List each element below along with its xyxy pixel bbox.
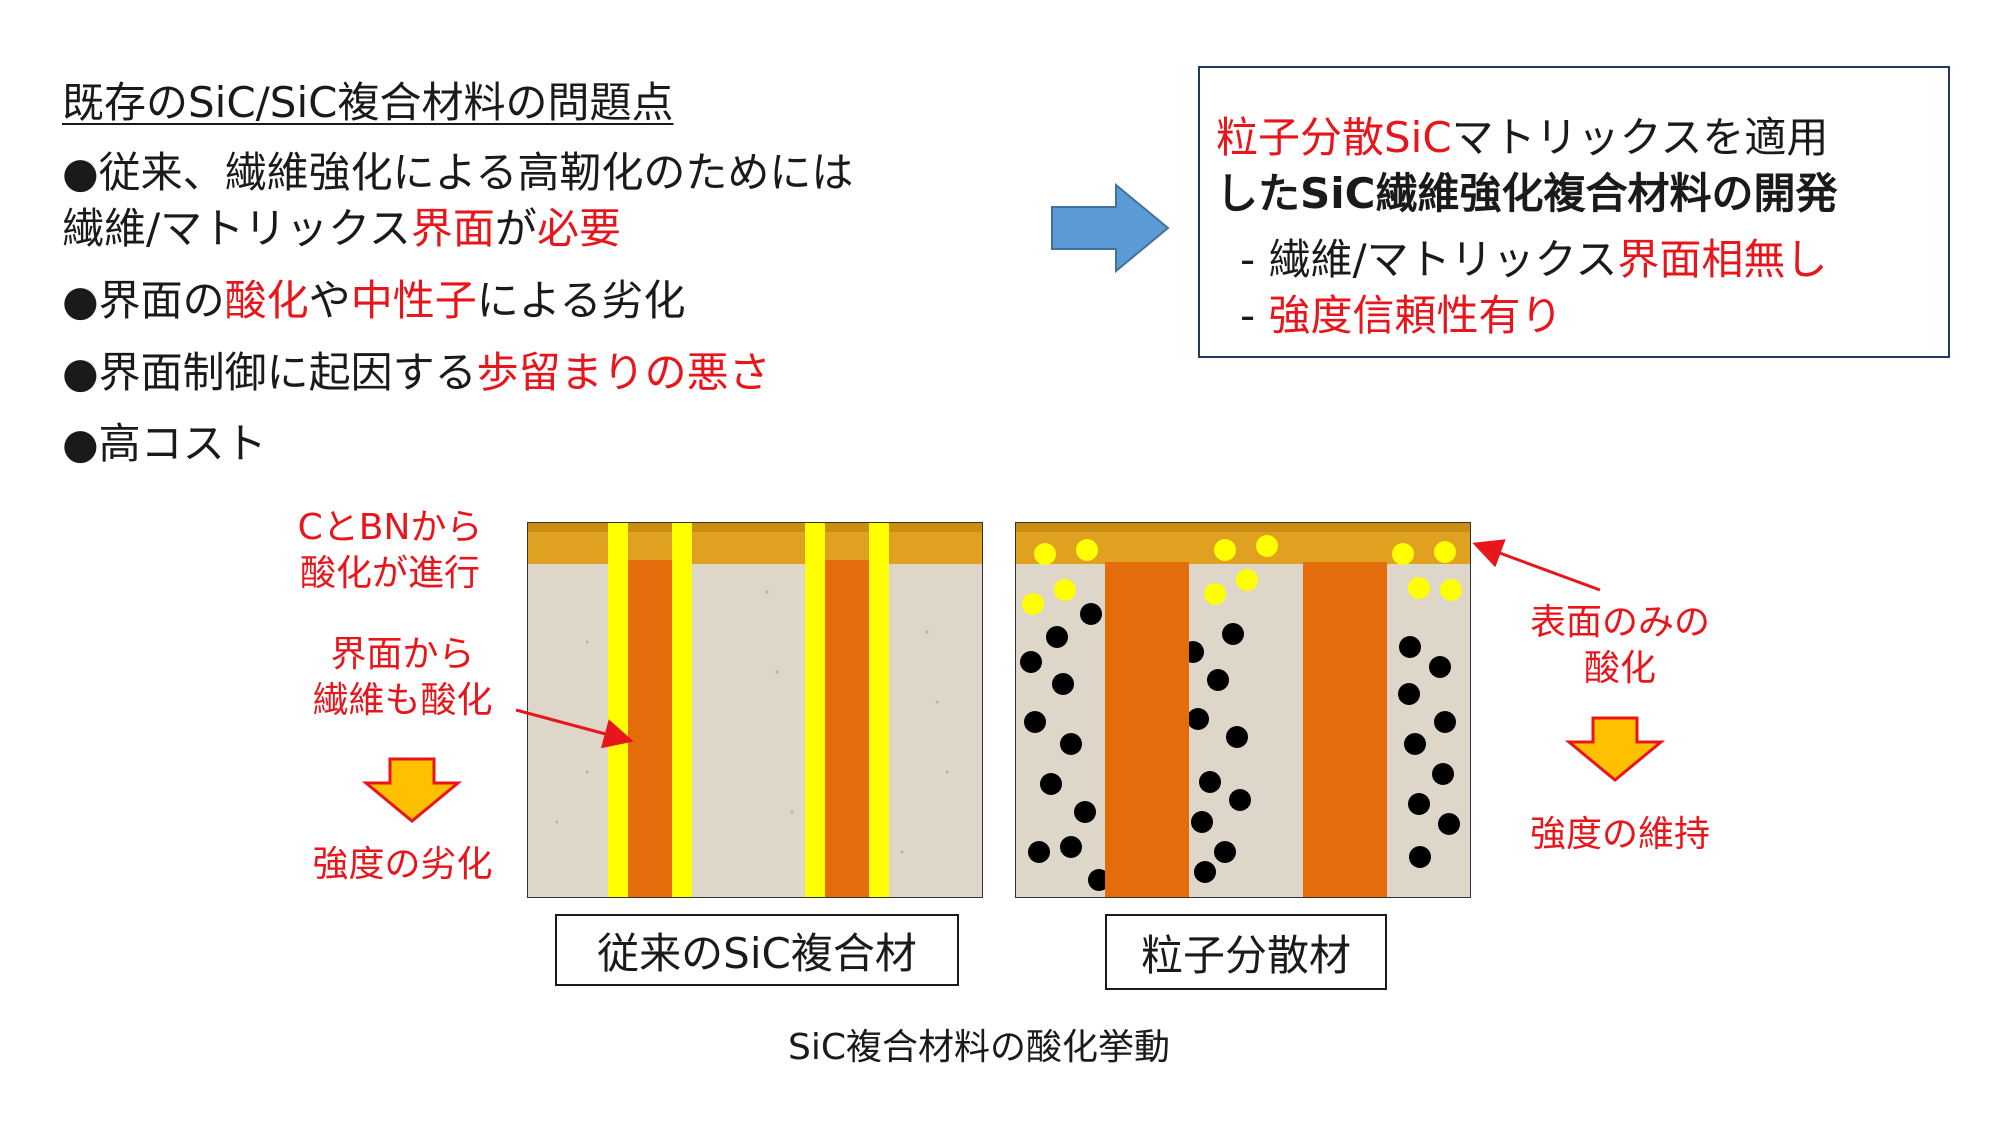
interface-layer bbox=[869, 522, 889, 898]
text-segment: ●界面制御に起因する bbox=[62, 348, 477, 397]
bullet-toughening-line1: ●従来、繊維強化による高靭化のためには bbox=[62, 148, 854, 197]
highlight-poor-yield: 歩留まりの悪さ bbox=[476, 348, 771, 397]
dispersed-particles bbox=[1020, 603, 1460, 891]
interface-layer bbox=[608, 522, 628, 898]
text-segment: - bbox=[1240, 291, 1269, 340]
text-segment: マトリックスを適用 bbox=[1451, 113, 1829, 162]
label-particle-dispersed: 粒子分散材 bbox=[1105, 914, 1387, 990]
highlight-neutron: 中性子 bbox=[350, 276, 477, 325]
conclusion-line2: したSiC繊維強化複合材料の開発 bbox=[1216, 169, 1838, 218]
fiber bbox=[628, 560, 672, 898]
interface-layer bbox=[672, 522, 692, 898]
note-line: 酸化 bbox=[1583, 648, 1656, 689]
fiber bbox=[825, 560, 869, 898]
note-c-bn-oxidation: CとBNから 酸化が進行 bbox=[265, 505, 515, 597]
label-conventional-composite: 従来のSiC複合材 bbox=[555, 914, 959, 986]
bullet-yield: ●界面制御に起因する歩留まりの悪さ bbox=[62, 345, 771, 401]
interface-layer bbox=[805, 522, 825, 898]
result-strength-maintained: 強度の維持 bbox=[1529, 814, 1710, 855]
text-segment: ●界面の bbox=[62, 276, 225, 325]
bullet-cost: ●高コスト bbox=[62, 419, 267, 468]
highlight-oxidation: 酸化 bbox=[224, 276, 309, 325]
note-line: 表面のみの bbox=[1529, 602, 1710, 643]
figure-caption: SiC複合材料の酸化挙動 bbox=[788, 1027, 1170, 1068]
text-segment: - 繊維/マトリックス bbox=[1240, 235, 1618, 284]
text-segment: や bbox=[308, 276, 351, 325]
matrix-region bbox=[527, 522, 983, 898]
conclusion-sub2: - 強度信頼性有り bbox=[1240, 288, 1563, 344]
particle-composite-diagram bbox=[1015, 522, 1471, 898]
highlight-necessary: 必要 bbox=[536, 204, 621, 253]
arrow-to-interface bbox=[515, 708, 634, 749]
oxidized-particles bbox=[1022, 535, 1462, 615]
highlight-interface: 界面 bbox=[410, 204, 495, 253]
note-line: 酸化が進行 bbox=[299, 553, 480, 594]
problems-heading: 既存のSiC/SiC複合材料の問題点 bbox=[62, 78, 674, 127]
highlight-no-interface: 界面相無し bbox=[1617, 235, 1828, 284]
bullet-toughening-line2: 繊維/マトリックス界面が必要 bbox=[62, 201, 621, 257]
right-arrow-icon bbox=[1051, 183, 1170, 273]
note-line: 界面から bbox=[330, 634, 475, 675]
note-surface-oxidation: 表面のみの 酸化 bbox=[1500, 600, 1740, 692]
conclusion-sub1: - 繊維/マトリックス界面相無し bbox=[1240, 232, 1827, 288]
conventional-composite-diagram bbox=[527, 522, 983, 898]
highlight-reliability: 強度信頼性有り bbox=[1268, 291, 1563, 340]
conclusion-box: 粒子分散SiCマトリックスを適用 したSiC繊維強化複合材料の開発 - 繊維/マ… bbox=[1198, 66, 1950, 358]
bullet-degradation: ●界面の酸化や中性子による劣化 bbox=[62, 273, 685, 329]
down-arrow-icon bbox=[1565, 716, 1665, 782]
highlight-particle-sic: 粒子分散SiC bbox=[1216, 113, 1452, 162]
text-segment: 繊維/マトリックス bbox=[62, 204, 411, 253]
note-line: CとBNから bbox=[297, 507, 483, 548]
result-strength-degradation: 強度の劣化 bbox=[312, 844, 493, 885]
arrow-to-surface bbox=[1472, 539, 1601, 592]
fiber bbox=[1105, 562, 1189, 898]
text-segment: が bbox=[494, 204, 537, 253]
fiber bbox=[1303, 562, 1387, 898]
conclusion-line1: 粒子分散SiCマトリックスを適用 bbox=[1216, 110, 1828, 166]
note-line: 繊維も酸化 bbox=[312, 680, 493, 721]
note-fiber-oxidation: 界面から 繊維も酸化 bbox=[290, 632, 515, 724]
down-arrow-icon bbox=[362, 757, 462, 823]
text-segment: による劣化 bbox=[476, 276, 686, 325]
